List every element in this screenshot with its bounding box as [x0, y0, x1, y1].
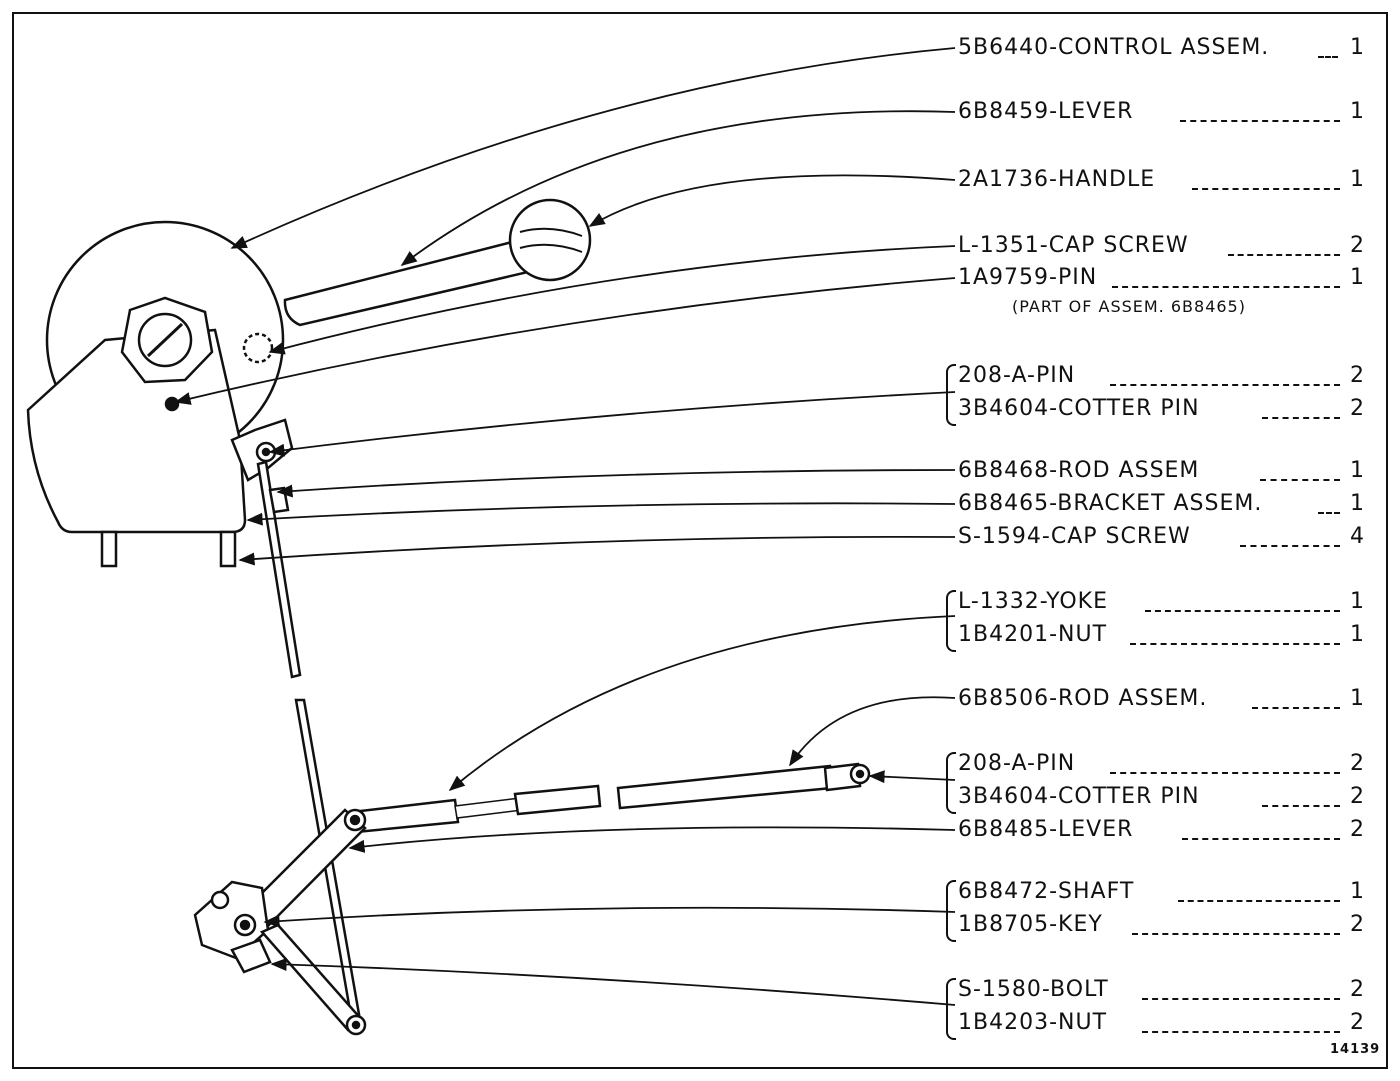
part-qty: 2 — [1350, 912, 1364, 937]
part-label-nut: 1B4201-NUT — [958, 622, 1108, 647]
lower-linkage — [193, 698, 871, 1036]
part-qty: 2 — [1350, 233, 1364, 258]
part-label-208-a-pin-lower: 208-A-PIN — [958, 751, 1076, 776]
leader-dash — [1318, 512, 1340, 514]
leader-dash — [1145, 610, 1340, 612]
figure-number: 14139 — [1330, 1042, 1381, 1057]
assembly-note: (PART OF ASSEM. 6B8465) — [1012, 297, 1246, 316]
part-label-cotter-pin-lower: 3B4604-COTTER PIN — [958, 784, 1200, 809]
leader-dash — [1110, 384, 1340, 386]
leader-dash — [1192, 188, 1340, 190]
part-label-lever-lower: 6B8485-LEVER — [958, 817, 1134, 842]
part-qty: 2 — [1350, 751, 1364, 776]
leader-dash — [1132, 933, 1340, 935]
stud-right — [219, 530, 237, 568]
leader-dash — [1318, 56, 1338, 58]
part-qty: 1 — [1350, 458, 1364, 483]
leader-dash — [1142, 1031, 1340, 1033]
small-pin — [164, 396, 180, 412]
part-qty: 2 — [1350, 396, 1364, 421]
part-label-208-a-pin: 208-A-PIN — [958, 363, 1076, 388]
part-qty: 1 — [1350, 167, 1364, 192]
bracket-group — [946, 364, 956, 426]
part-qty: 2 — [1350, 784, 1364, 809]
leader-dash — [1142, 998, 1340, 1000]
part-label-cap-screw-4: S-1594-CAP SCREW — [958, 524, 1191, 549]
part-label-control-assem: 5B6440-CONTROL ASSEM. — [958, 35, 1270, 60]
yoke-rod — [350, 798, 460, 834]
housing-body — [26, 328, 247, 534]
leader-dash — [1262, 805, 1340, 807]
part-label-yoke: L-1332-YOKE — [958, 589, 1109, 614]
rod-upper — [256, 460, 302, 679]
bracket-group — [946, 590, 956, 652]
part-label-bracket-assem: 6B8465-BRACKET ASSEM. — [958, 491, 1263, 516]
leader-dash — [1252, 707, 1340, 709]
leader-dash — [1260, 479, 1340, 481]
stud-left — [100, 530, 118, 568]
bracket-group — [946, 978, 956, 1040]
handle-knob — [508, 198, 592, 282]
rod-segment — [513, 784, 602, 816]
part-qty: 1 — [1350, 879, 1364, 904]
leader-dash — [1180, 120, 1340, 122]
lever-arm — [283, 238, 530, 327]
leader-dash — [1240, 545, 1340, 547]
bracket-group — [946, 752, 956, 814]
leader-dash — [1110, 772, 1340, 774]
rod-segment-right — [616, 764, 834, 810]
part-qty: 2 — [1350, 363, 1364, 388]
part-label-nut-lower: 1B4203-NUT — [958, 1010, 1108, 1035]
part-label-key: 1B8705-KEY — [958, 912, 1103, 937]
part-label-shaft: 6B8472-SHAFT — [958, 879, 1135, 904]
bracket-group — [946, 880, 956, 942]
part-label-rod-assem-lower: 6B8506-ROD ASSEM. — [958, 686, 1208, 711]
control-assembly — [26, 198, 592, 679]
leader-dash — [1182, 838, 1340, 840]
leader-dash — [1262, 417, 1340, 419]
part-label-bolt: S-1580-BOLT — [958, 977, 1109, 1002]
part-qty: 1 — [1350, 99, 1364, 124]
part-label-lever: 6B8459-LEVER — [958, 99, 1134, 124]
drawing-border — [12, 12, 1388, 1069]
part-qty: 4 — [1350, 524, 1364, 549]
part-label-cap-screw: L-1351-CAP SCREW — [958, 233, 1189, 258]
part-label-cotter-pin: 3B4604-COTTER PIN — [958, 396, 1200, 421]
part-qty: 1 — [1350, 686, 1364, 711]
part-label-rod-assem: 6B8468-ROD ASSEM — [958, 458, 1200, 483]
part-qty: 1 — [1350, 589, 1364, 614]
part-qty: 1 — [1350, 265, 1364, 290]
part-qty: 1 — [1350, 622, 1364, 647]
part-qty: 2 — [1350, 977, 1364, 1002]
leader-dash — [1228, 254, 1340, 256]
part-qty: 2 — [1350, 817, 1364, 842]
part-qty: 1 — [1350, 491, 1364, 516]
handle-slot — [519, 227, 583, 253]
hidden-pin — [242, 332, 274, 364]
part-qty: 2 — [1350, 1010, 1364, 1035]
part-label-handle: 2A1736-HANDLE — [958, 167, 1156, 192]
leader-dash — [1178, 900, 1340, 902]
leader-dash — [1130, 643, 1340, 645]
part-qty: 1 — [1350, 35, 1364, 60]
leader-lines — [174, 47, 956, 1006]
part-label-pin: 1A9759-PIN — [958, 265, 1098, 290]
leader-dash — [1112, 286, 1340, 288]
